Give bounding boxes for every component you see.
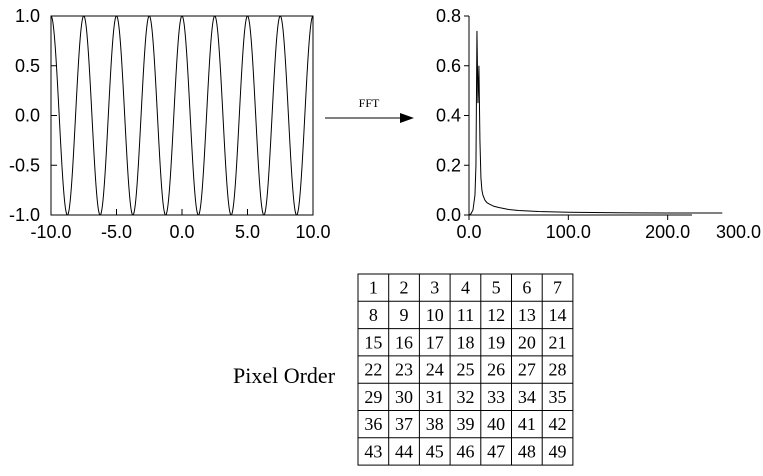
pixel-grid-cell: 29 — [364, 387, 382, 407]
pixel-grid-cell: 9 — [400, 305, 409, 325]
cosine-y-tick-label: -0.5 — [9, 155, 40, 175]
spectrum-y-tick-label: 0.2 — [436, 155, 461, 175]
pixel-grid-cell: 36 — [364, 414, 382, 434]
cosine-x-tick-label: -5.0 — [101, 222, 132, 242]
pixel-grid-cell: 21 — [549, 332, 567, 352]
pixel-grid-cell: 34 — [518, 387, 536, 407]
pixel-grid-cell: 33 — [487, 387, 505, 407]
pixel-grid-cell: 47 — [487, 441, 505, 461]
pixel-grid-cell: 35 — [549, 387, 567, 407]
pixel-grid-cell: 39 — [456, 414, 474, 434]
pixel-grid-cell: 24 — [426, 360, 444, 380]
pixel-grid-cell: 16 — [395, 332, 413, 352]
cosine-x-tick-label: -10.0 — [30, 222, 71, 242]
spectrum-x-tick-label: 300.0 — [716, 222, 761, 242]
spectrum-chart: 0.8 0.6 0.4 0.2 0.0 0.0 100.0 200.0 300.0 — [436, 6, 761, 242]
pixel-grid-cell: 25 — [456, 360, 474, 380]
cosine-y-ticks: 1.0 0.5 0.0 -0.5 -1.0 — [9, 6, 57, 225]
pixel-grid-cell: 31 — [426, 387, 444, 407]
pixel-grid-cell: 42 — [549, 414, 567, 434]
spectrum-x-tick-label: 0.0 — [456, 222, 481, 242]
cosine-series-line — [50, 15, 314, 216]
pixel-grid-cell: 15 — [364, 332, 382, 352]
cosine-y-tick-label: 0.5 — [15, 56, 40, 76]
cosine-x-tick-label: 5.0 — [235, 222, 260, 242]
pixel-grid-cell: 46 — [456, 441, 474, 461]
pixel-grid-cell: 38 — [426, 414, 444, 434]
pixel-grid-cell: 30 — [395, 387, 413, 407]
pixel-grid-cell: 27 — [518, 360, 536, 380]
pixel-grid-cell: 2 — [400, 278, 409, 298]
pixel-grid-cell: 40 — [487, 414, 505, 434]
fft-arrow-label: FFT — [359, 96, 380, 110]
cosine-y-tick-label: 0.0 — [15, 106, 40, 126]
spectrum-y-tick-label: 0.8 — [436, 6, 461, 26]
pixel-grid-cell: 32 — [456, 387, 474, 407]
spectrum-series-line — [468, 30, 723, 216]
pixel-grid-cell: 44 — [395, 441, 413, 461]
pixel-grid-cell: 28 — [549, 360, 567, 380]
pixel-grid-cell: 23 — [395, 360, 413, 380]
cosine-x-tick-label: 10.0 — [295, 222, 330, 242]
cosine-x-tick-label: 0.0 — [169, 222, 194, 242]
spectrum-y-tick-label: 0.4 — [436, 106, 461, 126]
spectrum-x-ticks: 0.0 100.0 200.0 300.0 — [456, 215, 761, 242]
pixel-grid-cell: 8 — [369, 305, 378, 325]
pixel-grid-cell: 20 — [518, 332, 536, 352]
pixel-grid-cell: 45 — [426, 441, 444, 461]
pixel-grid-cell: 26 — [487, 360, 505, 380]
pixel-grid-cell: 12 — [487, 305, 505, 325]
spectrum-y-tick-label: 0.6 — [436, 56, 461, 76]
pixel-grid-cell: 14 — [549, 305, 567, 325]
spectrum-x-tick-label: 200.0 — [645, 222, 690, 242]
cosine-y-tick-label: 1.0 — [15, 6, 40, 26]
pixel-grid-cell: 17 — [426, 332, 444, 352]
pixel-grid-cell: 10 — [426, 305, 444, 325]
pixel-grid-cell: 1 — [369, 278, 378, 298]
spectrum-y-tick-label: 0.0 — [436, 205, 461, 225]
pixel-grid-cell: 41 — [518, 414, 536, 434]
cosine-x-ticks: -10.0 -5.0 0.0 5.0 10.0 — [30, 209, 331, 242]
pixel-grid-cell: 3 — [430, 278, 439, 298]
pixel-grid-cell: 19 — [487, 332, 505, 352]
pixel-grid-cell: 4 — [461, 278, 470, 298]
pixel-order-label: Pixel Order — [233, 363, 336, 388]
spectrum-y-ticks: 0.8 0.6 0.4 0.2 0.0 — [436, 6, 469, 225]
pixel-grid-cell: 11 — [457, 305, 474, 325]
pixel-grid-cell: 22 — [364, 360, 382, 380]
pixel-grid-cell: 49 — [549, 441, 567, 461]
spectrum-x-tick-label: 100.0 — [546, 222, 591, 242]
cosine-chart-frame — [50, 15, 314, 216]
pixel-grid-border — [357, 273, 574, 466]
fft-arrow: FFT — [325, 96, 414, 123]
cosine-chart: 1.0 0.5 0.0 -0.5 -1.0 -10.0 -5.0 0.0 5.0 10.0 — [9, 6, 331, 242]
pixel-grid-cell: 18 — [456, 332, 474, 352]
pixel-grid-cell: 13 — [518, 305, 536, 325]
cosine-y-tick-label: -1.0 — [9, 205, 40, 225]
pixel-grid-cell: 37 — [395, 414, 413, 434]
pixel-grid-cell: 6 — [522, 278, 531, 298]
pixel-grid-cell: 7 — [553, 278, 562, 298]
fft-arrow-head — [400, 113, 414, 123]
pixel-grid-cell: 48 — [518, 441, 536, 461]
pixel-grid-cell: 5 — [492, 278, 501, 298]
pixel-grid-cell: 43 — [364, 441, 382, 461]
